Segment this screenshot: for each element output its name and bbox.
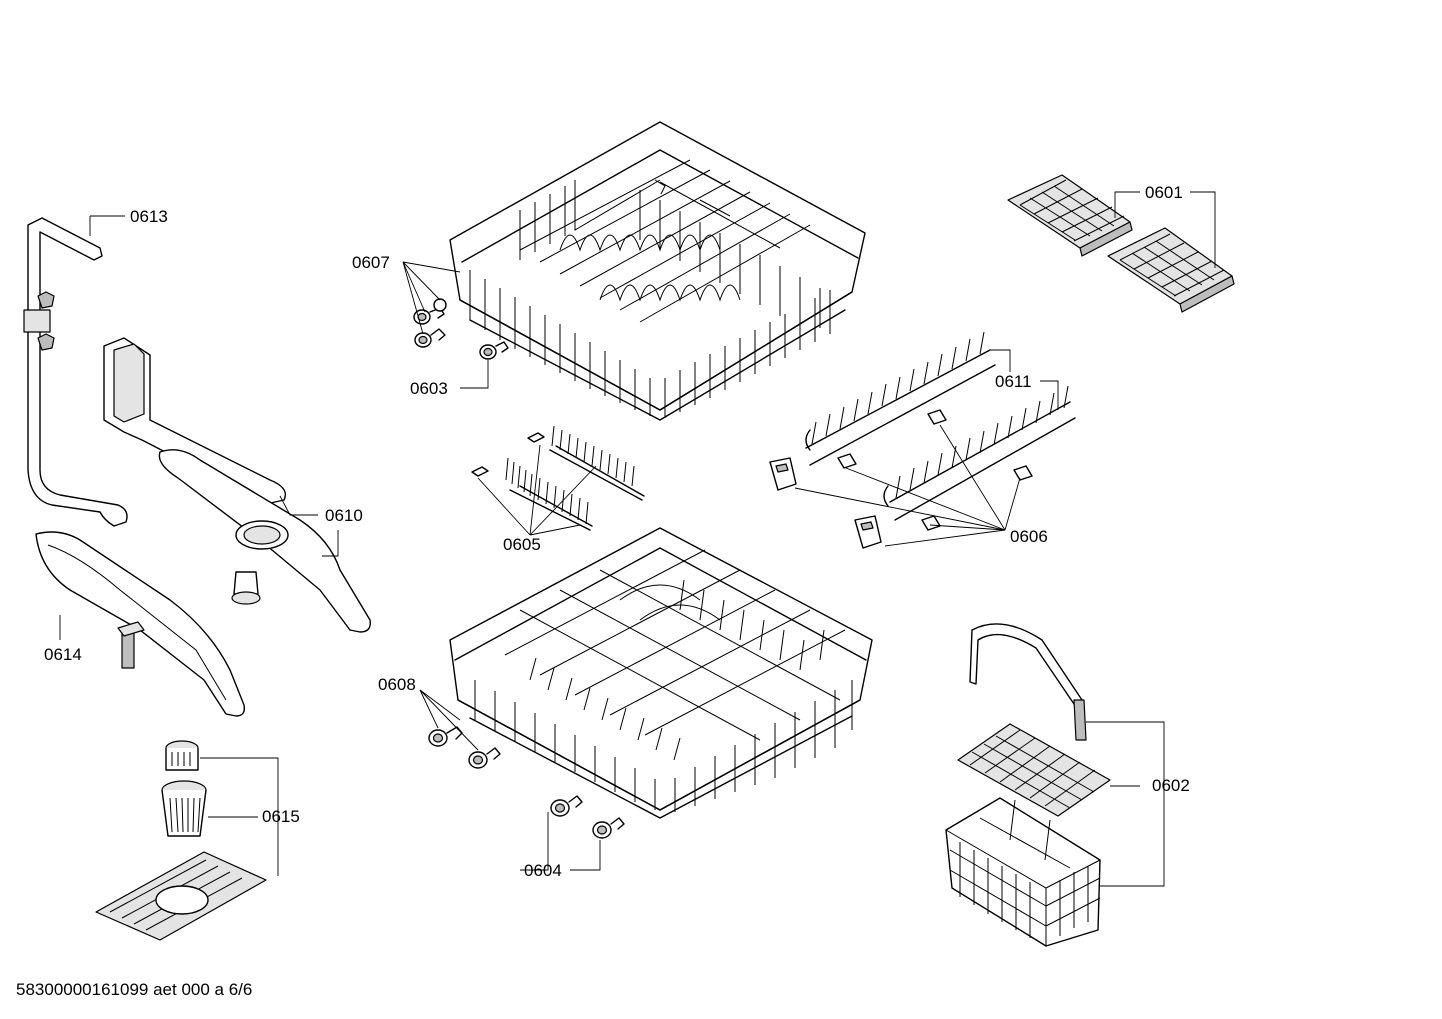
label-0601: 0601 (1145, 183, 1183, 202)
label-0611: 0611 (995, 372, 1032, 391)
document-reference-footer: 58300000161099 aet 000 a 6/6 (16, 980, 253, 999)
lower-spray-arm (35, 531, 246, 717)
label-0607: 0607 (352, 253, 390, 272)
label-0602: 0602 (1152, 776, 1190, 795)
lower-basket (449, 527, 873, 819)
grid-inserts (1007, 174, 1235, 313)
label-0604: 0604 (524, 861, 562, 880)
label-0614: 0614 (44, 645, 82, 664)
spray-pipe (23, 217, 128, 527)
upper-basket (449, 121, 866, 421)
upper-spray-arm (103, 337, 371, 633)
label-0610: 0610 (325, 506, 363, 525)
tine-racks-small (471, 425, 645, 531)
filter-set (95, 740, 267, 941)
label-0608: 0608 (378, 675, 416, 694)
label-0606: 0606 (1010, 527, 1048, 546)
label-0615: 0615 (262, 807, 300, 826)
tine-racks-long (769, 331, 1076, 549)
label-0613: 0613 (130, 207, 168, 226)
upper-basket-wheels (413, 298, 509, 360)
leader-lines (59, 191, 1216, 887)
label-0605: 0605 (503, 535, 541, 554)
part-labels: 0601 0602 0603 0604 0605 0606 0607 0608 … (44, 183, 1190, 880)
label-0603: 0603 (410, 379, 448, 398)
lower-basket-wheels (428, 726, 625, 839)
cutlery-basket (945, 623, 1111, 947)
